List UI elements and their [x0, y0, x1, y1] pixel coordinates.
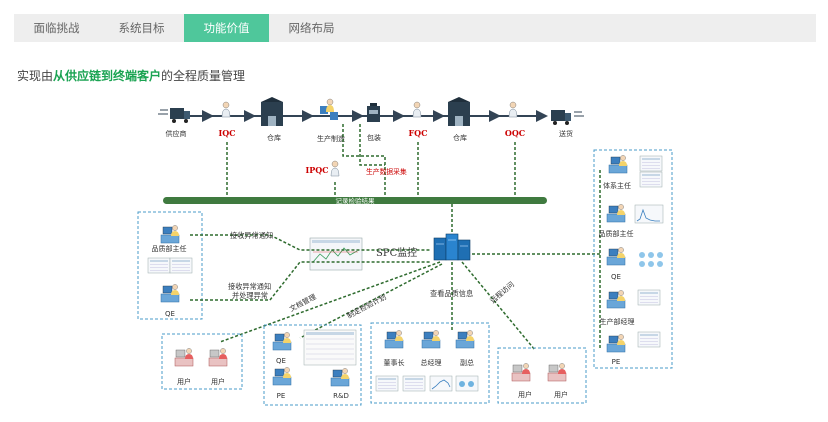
user-icon: [208, 347, 228, 367]
warehouse-label-2: 仓库: [453, 133, 467, 142]
fqc-inspector-icon: [412, 101, 422, 118]
chart-thumbnail: [455, 375, 479, 392]
chairman-icon: [384, 329, 404, 349]
rd-box: [263, 324, 362, 406]
pe-icon: [272, 366, 292, 386]
subtitle-highlight: 从供应链到终端客户: [53, 69, 162, 83]
spreadsheet-screenshot: [303, 329, 357, 366]
quality-manager-label: 品质部主任: [599, 229, 634, 238]
iqc-inspector-icon: [221, 101, 231, 118]
report-thumbnail: [169, 257, 193, 274]
system-director-icon: [608, 154, 628, 174]
users1-label-a: 用户: [177, 377, 191, 386]
report-thumbnail: [147, 257, 171, 274]
users2-label-b: 用户: [554, 390, 568, 399]
management-box: [593, 149, 673, 369]
users1-label-b: 用户: [211, 377, 225, 386]
tab-features[interactable]: 功能价值: [184, 14, 269, 42]
page-subtitle: 实现由从供应链到终端客户的全程质量管理: [17, 69, 246, 83]
users-box-1: [161, 333, 243, 390]
users-box-2: [497, 347, 587, 404]
pe-icon: [606, 333, 626, 353]
notify-label: 接收异常通知: [230, 231, 273, 240]
tab-network[interactable]: 网络布局: [288, 21, 335, 35]
production-manager-label: 生产部经理: [600, 317, 635, 326]
server-links: [190, 170, 601, 351]
docs-label: 文档管理: [288, 292, 318, 313]
quality-manager-icon: [606, 203, 626, 223]
right-pe-label: PE: [612, 358, 621, 366]
warehouse-icon: [448, 97, 470, 126]
qe-icon: [272, 331, 292, 351]
spc-chart-screenshot: [309, 237, 363, 271]
plan-label: 制定检验计划: [345, 292, 387, 320]
bubble-chart-thumbnail: [639, 252, 663, 267]
record-result-bar: [163, 197, 547, 204]
iqc-label: IQC: [218, 128, 235, 138]
chart-thumbnail: [429, 375, 453, 392]
production-label: 生产制造: [317, 134, 345, 143]
rd-pe-label: PE: [277, 392, 286, 400]
qe-icon: [160, 283, 180, 303]
fqc-label: FQC: [408, 128, 427, 138]
vice-president-icon: [455, 329, 475, 349]
access-label: 远程访问: [488, 280, 516, 305]
rd-qe-label: QE: [276, 357, 286, 365]
report-thumbnail: [637, 331, 661, 348]
user-icon: [511, 362, 531, 382]
packaging-label: 包装: [367, 133, 381, 142]
ipqc-inspector-icon: [330, 160, 340, 177]
report-thumbnail: [639, 155, 663, 172]
server-icon: [433, 233, 471, 261]
oqc-inspector-icon: [508, 101, 518, 118]
chairman-label: 董事长: [384, 358, 405, 367]
view-label: 查看品质信息: [430, 289, 473, 298]
report-thumbnail: [637, 289, 661, 306]
right-qe-label: QE: [611, 273, 621, 281]
notify-handle-label-1: 接收异常通知: [228, 282, 271, 291]
chart-thumbnail: [634, 204, 664, 224]
supplier-label: 供应商: [166, 129, 187, 138]
qe-icon: [606, 246, 626, 266]
general-manager-icon: [421, 329, 441, 349]
left-qe-label: QE: [165, 310, 175, 318]
users2-label-a: 用户: [518, 390, 532, 399]
user-icon: [547, 362, 567, 382]
rd-icon: [330, 367, 350, 387]
system-director-label: 体系主任: [603, 181, 631, 190]
rd-label: R&D: [333, 392, 349, 400]
delivery-truck-icon: [551, 110, 584, 125]
shipping-label: 送货: [559, 129, 573, 138]
collection-lines: [226, 124, 516, 199]
warehouse-label-1: 仓库: [267, 133, 281, 142]
warehouse-icon: [261, 97, 283, 126]
oqc-label: OQC: [505, 128, 525, 138]
vice-president-label: 副总: [460, 358, 474, 367]
left-manager-label: 品质部主任: [152, 244, 187, 253]
spc-monitor-label: SPC监控: [376, 246, 417, 259]
record-result-label: 记录检验结果: [336, 196, 376, 205]
production-icon: [320, 98, 338, 120]
report-thumbnail: [375, 375, 399, 392]
notify-handle-label-2: 并处理异常: [232, 291, 268, 300]
quality-dept-box: [137, 211, 203, 320]
ipqc-label: IPQC: [305, 165, 328, 175]
production-manager-icon: [606, 289, 626, 309]
tab-bar: 面临挑战 系统目标 功能价值 网络布局: [14, 14, 816, 42]
package-icon: [367, 103, 380, 122]
report-thumbnail: [402, 375, 426, 392]
user-icon: [174, 347, 194, 367]
tab-goals[interactable]: 系统目标: [118, 21, 165, 35]
executive-box: [370, 322, 490, 404]
general-manager-label: 总经理: [421, 358, 442, 367]
data-collection-label: 生产数据采集: [366, 167, 407, 176]
manager-icon: [160, 224, 180, 244]
truck-icon: [158, 108, 190, 123]
tab-challenges[interactable]: 面临挑战: [33, 21, 80, 35]
report-thumbnail: [639, 171, 663, 188]
